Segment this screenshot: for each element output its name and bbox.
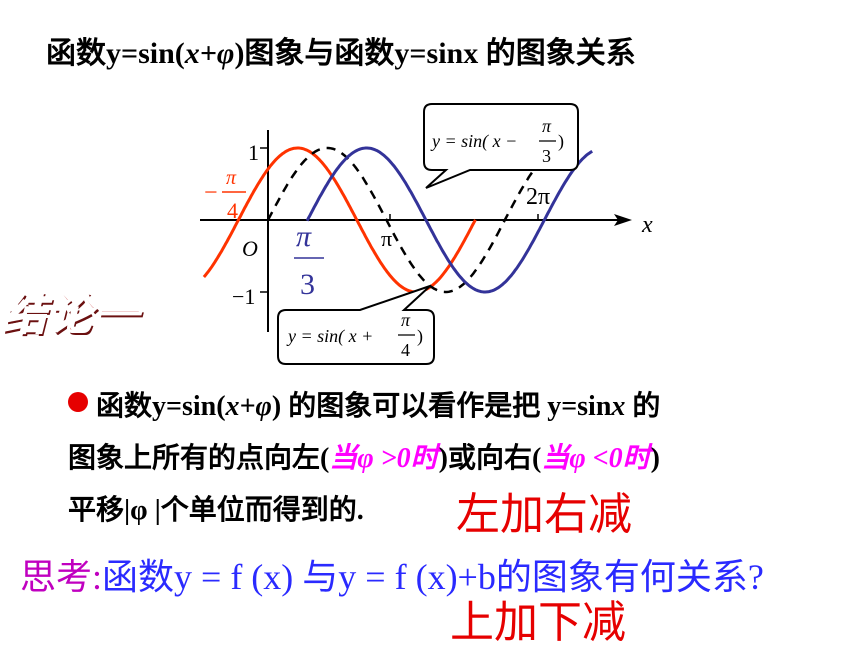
neg-pi4-minus: − <box>204 180 218 206</box>
callout-top-lhs: y = sin( x − <box>430 131 517 152</box>
title-part-1: 函数y=sin( <box>46 37 185 70</box>
curve-sin-x-minus-pi3 <box>305 146 594 294</box>
l1-d: x <box>611 391 626 422</box>
callout-top-num: π <box>542 116 552 136</box>
callout-top-den: 3 <box>542 146 551 166</box>
l1-b: x+φ <box>225 391 272 422</box>
conclusion-line-2: 图象上所有的点向左(当φ >0时)或向右(当φ <0时) <box>68 436 660 476</box>
l1-c: ) 的图象可以看作是把 y=sin <box>271 391 612 422</box>
l2-e: ) <box>650 443 660 474</box>
origin-label: O <box>242 236 258 261</box>
rule-up-add-down-subtract: 上加下减 <box>450 598 626 647</box>
callout-bottom-den: 4 <box>401 340 410 360</box>
l2-b: 当φ >0时 <box>329 443 439 474</box>
l2-d: 当φ <0时 <box>541 443 651 474</box>
think-question: 思考:函数y = f (x) 与y = f (x)+b的图象有何关系? <box>20 548 764 600</box>
rule-left-add-right-subtract: 左加右减 <box>456 490 632 539</box>
pi3-num: π <box>296 220 312 253</box>
title-part-3: )图象与函数y=sinx 的图象关系 <box>234 37 636 70</box>
l3-a: 平移|φ |个单位而得到的. <box>68 495 364 526</box>
page-title: 函数y=sin(x+φ)图象与函数y=sinx 的图象关系 <box>46 28 636 72</box>
callout-sin-x-minus-pi3: y = sin( x − π 3 ) <box>423 103 579 189</box>
pi3-den: 3 <box>300 268 315 301</box>
bullet-dot <box>68 392 88 412</box>
y-tick-label-1: 1 <box>248 140 259 165</box>
l2-a: 图象上所有的点向左( <box>68 443 330 474</box>
x-tick-label-2pi: 2π <box>526 184 550 210</box>
think-text: 函数y = f (x) 与y = f (x)+b的图象有何关系? <box>102 557 764 597</box>
callout-bottom-num: π <box>401 310 411 330</box>
neg-pi4-num: π <box>226 167 237 189</box>
l2-c: )或向右( <box>438 443 542 474</box>
callout-sin-x-plus-pi4: y = sin( x + π 4 ) <box>277 285 435 365</box>
conclusion-line-3: 平移|φ |个单位而得到的. <box>68 488 364 528</box>
conclusion-stamp: 结论一 <box>1 288 140 341</box>
l1-e: 的 <box>625 391 661 422</box>
callout-bottom-rhs: ) <box>417 326 423 347</box>
conclusion-line-1: 函数y=sin(x+φ) 的图象可以看作是把 y=sinx 的 <box>96 384 660 424</box>
sine-shift-diagram: x O 1 −1 π 2π − π 4 π 3 y = sin( x − π 3… <box>200 103 653 365</box>
curve-sin-x <box>266 146 548 294</box>
y-tick-label-neg1: −1 <box>232 284 255 309</box>
l1-a: 函数y=sin( <box>96 391 226 422</box>
neg-pi4-den: 4 <box>227 198 238 223</box>
x-axis-label: x <box>641 212 653 238</box>
callout-top-rhs: ) <box>558 131 564 152</box>
title-part-2: x+φ <box>184 37 235 70</box>
think-label: 思考: <box>20 557 103 597</box>
x-tick-label-pi: π <box>381 226 392 251</box>
x-axis-arrow <box>614 214 632 226</box>
callout-bottom-lhs: y = sin( x + <box>286 326 373 347</box>
